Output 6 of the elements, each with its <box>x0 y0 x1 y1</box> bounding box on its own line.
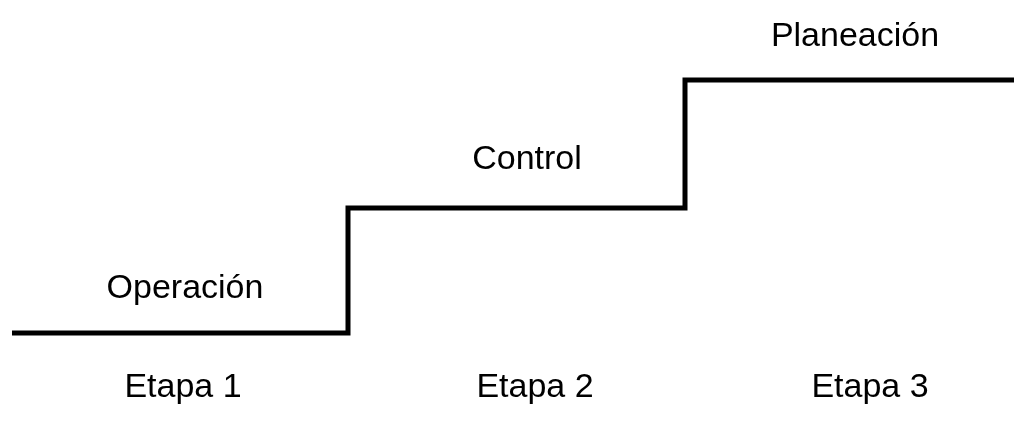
stage-label: Etapa 2 <box>476 367 594 405</box>
step-label: Operación <box>106 268 264 306</box>
step-label: Control <box>472 139 582 177</box>
stage-label: Etapa 1 <box>124 367 242 405</box>
stage-label: Etapa 3 <box>811 367 929 405</box>
step-label: Planeación <box>770 16 940 54</box>
